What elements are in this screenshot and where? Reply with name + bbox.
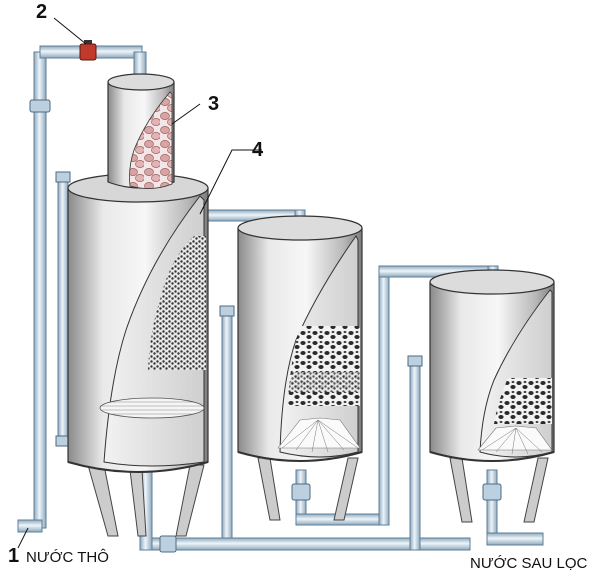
- pump-valve[interactable]: [79, 43, 97, 61]
- callout-2: 2: [36, 1, 47, 23]
- callout-1: 1: [8, 545, 19, 567]
- tank-3: [429, 269, 555, 523]
- tank2-side-pipe: [221, 309, 233, 551]
- callout-4: 4: [252, 139, 264, 161]
- tank3-valve[interactable]: [482, 483, 502, 501]
- tank-2: [237, 215, 363, 521]
- inlet-label: NƯỚC THÔ: [26, 549, 109, 566]
- inlet-stub: [17, 519, 43, 533]
- tank-1: [67, 173, 209, 537]
- outlet-pipe: [486, 532, 544, 546]
- inlet-valve[interactable]: [159, 535, 177, 553]
- tank2-valve[interactable]: [291, 483, 311, 501]
- valves: [29, 40, 502, 553]
- column-3: [107, 73, 175, 189]
- riser-pipe: [33, 51, 47, 529]
- tank3-side-pipe: [409, 359, 421, 551]
- tank3-outlet-pipe: [486, 469, 498, 543]
- tank1-side-pipe: [57, 175, 69, 447]
- riser-valve[interactable]: [29, 99, 51, 113]
- callout-3: 3: [208, 93, 219, 115]
- outlet-label: NƯỚC SAU LỌC: [470, 555, 588, 572]
- leader-lines: [17, 17, 262, 549]
